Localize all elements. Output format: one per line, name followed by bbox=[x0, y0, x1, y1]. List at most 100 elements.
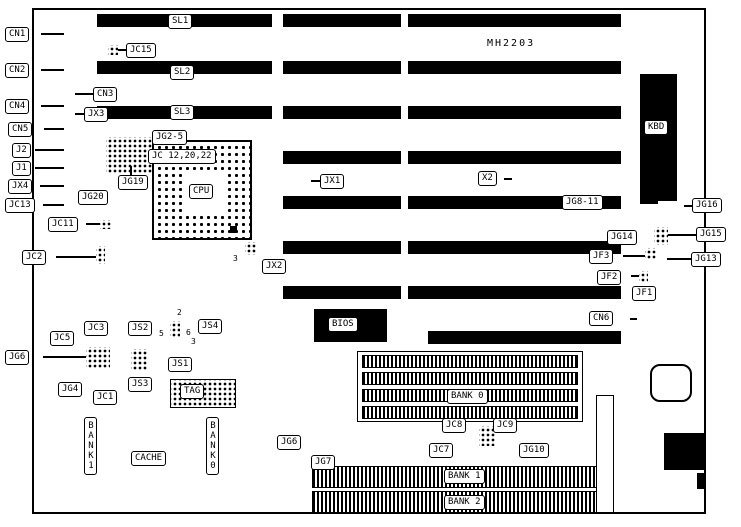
label-jc7: JC7 bbox=[429, 443, 454, 458]
label-jc13: JC13 bbox=[5, 198, 35, 213]
label-jg10: JG10 bbox=[519, 443, 549, 458]
jc3-jumper-block bbox=[86, 347, 110, 369]
label-bank1: BANK 1 bbox=[444, 469, 485, 484]
bios-chip: BIOS bbox=[314, 309, 387, 342]
label-jf1: JF1 bbox=[632, 286, 657, 301]
isa-slot bbox=[283, 151, 401, 164]
cn1-connector bbox=[64, 16, 75, 54]
jc15-jumper bbox=[108, 45, 118, 55]
label-jx2: JX2 bbox=[262, 259, 287, 274]
j1-connector bbox=[64, 161, 75, 172]
label-jc12-20-22: JC 12,20,22 bbox=[148, 149, 216, 164]
leader-line bbox=[623, 255, 645, 257]
kbd-connector: KBD bbox=[640, 74, 677, 204]
label-jc9: JC9 bbox=[493, 418, 518, 433]
label-jg20: JG20 bbox=[78, 190, 108, 205]
label-jf2: JF2 bbox=[597, 270, 622, 285]
battery-outline bbox=[650, 364, 692, 402]
marker-js4-pin2: 2 bbox=[177, 308, 182, 317]
label-jc2: JC2 bbox=[22, 250, 47, 265]
power-connector bbox=[664, 433, 706, 470]
jg16-connector bbox=[658, 201, 684, 212]
jc13-connector bbox=[64, 197, 75, 208]
leader-line bbox=[56, 256, 96, 258]
label-kbd: KBD bbox=[644, 120, 669, 135]
label-cn1: CN1 bbox=[5, 27, 30, 42]
label-jg19: JG19 bbox=[118, 175, 148, 190]
isa-slot bbox=[408, 61, 621, 74]
jg-pin-grid bbox=[106, 137, 152, 173]
label-tag: TAG bbox=[180, 384, 205, 399]
label-cpu: CPU bbox=[189, 184, 214, 199]
marker-js4-pin6: 6 bbox=[186, 328, 191, 337]
marker-js4-pin5: 5 bbox=[159, 329, 164, 338]
leader-line bbox=[630, 318, 637, 320]
leader-line bbox=[75, 113, 84, 115]
isa-slot bbox=[408, 151, 621, 164]
isa-slot bbox=[283, 286, 401, 299]
label-jg6-mid: JG6 bbox=[277, 435, 302, 450]
jg8-11-connector bbox=[622, 197, 635, 223]
label-jc5: JC5 bbox=[50, 331, 75, 346]
simm-bank0-block bbox=[357, 351, 583, 422]
label-js4: JS4 bbox=[198, 319, 223, 334]
label-jg14: JG14 bbox=[607, 230, 637, 245]
edge-connector bbox=[596, 395, 614, 513]
jc2-jumper bbox=[96, 246, 105, 264]
board-title: MH2203 bbox=[487, 38, 536, 49]
leader-line bbox=[43, 204, 64, 206]
label-jg6-left: JG6 bbox=[5, 350, 30, 365]
isa-slot bbox=[283, 241, 401, 254]
label-jg2-5: JG2-5 bbox=[152, 130, 188, 145]
label-jg13: JG13 bbox=[691, 252, 721, 267]
label-jc3: JC3 bbox=[84, 321, 109, 336]
label-cache: CACHE bbox=[131, 451, 167, 466]
j2-connector bbox=[64, 143, 75, 154]
label-sl2: SL2 bbox=[170, 65, 195, 80]
label-jc8: JC8 bbox=[442, 418, 467, 433]
js4-jumper bbox=[170, 321, 180, 337]
label-jc11: JC11 bbox=[48, 217, 78, 232]
isa-slot bbox=[408, 14, 621, 27]
leader-line bbox=[118, 49, 126, 51]
leader-line bbox=[35, 149, 64, 151]
label-jg15: JG15 bbox=[696, 227, 726, 242]
label-cn4: CN4 bbox=[5, 99, 30, 114]
leader-line bbox=[44, 128, 64, 130]
marker-js4-pin3: 3 bbox=[191, 337, 196, 346]
js2-jumper-block bbox=[131, 349, 147, 371]
isa-slot bbox=[283, 61, 401, 74]
leader-line bbox=[43, 356, 86, 358]
cn2-connector bbox=[64, 58, 75, 92]
label-sl1: SL1 bbox=[168, 14, 193, 29]
jx1-connector bbox=[302, 170, 311, 188]
leader-line bbox=[504, 178, 512, 180]
leader-line bbox=[41, 69, 64, 71]
label-bank1-left: BANK1 bbox=[84, 417, 97, 475]
x2-crystal bbox=[512, 173, 538, 184]
leader-line bbox=[40, 185, 64, 187]
isa-slot bbox=[428, 331, 621, 344]
label-jg4: JG4 bbox=[58, 382, 83, 397]
label-sl3: SL3 bbox=[170, 105, 195, 120]
label-jg7: JG7 bbox=[311, 455, 336, 470]
bank0-chip-array bbox=[166, 412, 248, 512]
simm-socket bbox=[362, 372, 578, 385]
label-jx1: JX1 bbox=[320, 174, 345, 189]
label-cn6: CN6 bbox=[589, 311, 614, 326]
label-bank2: BANK 2 bbox=[444, 495, 485, 510]
jf3-jumper bbox=[645, 248, 657, 260]
isa-slot bbox=[408, 241, 621, 254]
label-cn3: CN3 bbox=[93, 87, 118, 102]
label-j1: J1 bbox=[12, 161, 31, 176]
label-jg8-11: JG8-11 bbox=[562, 195, 603, 210]
jc-jumper-block bbox=[479, 426, 495, 446]
label-bank0-left: BANK0 bbox=[206, 417, 219, 475]
isa-slot bbox=[408, 106, 621, 119]
label-jc15: JC15 bbox=[126, 43, 156, 58]
edge-tab bbox=[697, 473, 706, 489]
leader-line bbox=[631, 275, 639, 277]
label-cn2: CN2 bbox=[5, 63, 30, 78]
label-jg16: JG16 bbox=[692, 198, 722, 213]
